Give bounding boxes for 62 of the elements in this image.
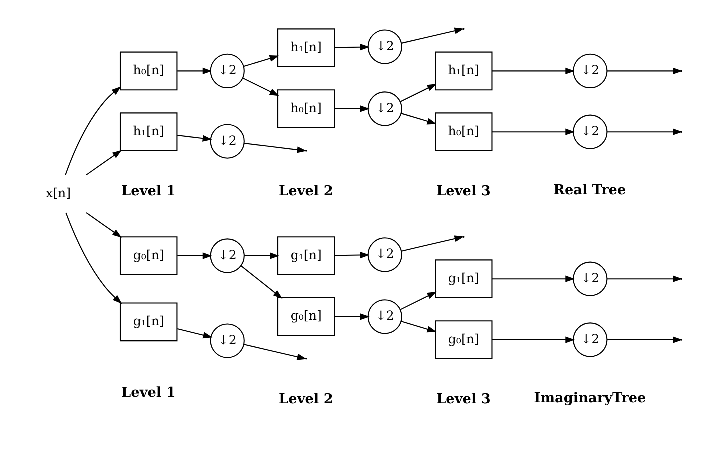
node-box: g₀[n] — [277, 297, 335, 336]
node-box: g₁[n] — [119, 302, 178, 342]
arrow — [492, 128, 575, 136]
arrow — [334, 106, 370, 112]
node-circle: ↓2 — [572, 114, 608, 150]
arrow — [244, 142, 306, 154]
label: Level 2 — [278, 391, 333, 408]
node-circle: ↓2 — [367, 30, 402, 64]
arrow — [400, 113, 436, 125]
arrow — [177, 134, 212, 142]
label: Level 1 — [121, 184, 176, 200]
arrow — [86, 212, 122, 238]
arrow — [401, 236, 464, 252]
label: Real Tree — [553, 182, 626, 198]
node-box: h₀[n] — [277, 90, 335, 128]
label: Level 2 — [278, 184, 333, 200]
node-box: g₁[n] — [277, 236, 335, 276]
node-text: x[n] — [46, 185, 71, 200]
arrow — [64, 86, 121, 176]
arrow — [492, 68, 575, 74]
node-box: g₀[n] — [119, 236, 178, 276]
arrow — [492, 276, 575, 282]
arrow — [86, 150, 122, 176]
node-circle: ↓2 — [367, 92, 402, 126]
arrow — [242, 78, 279, 96]
arrow — [177, 68, 212, 74]
arrow — [240, 266, 282, 299]
arrow — [244, 252, 280, 260]
label: Level 1 — [121, 385, 176, 402]
label: Level 3 — [436, 184, 490, 200]
node-circle: ↓2 — [210, 324, 244, 358]
arrow — [65, 212, 122, 304]
node-box: h₁[n] — [119, 112, 178, 152]
arrow — [334, 314, 370, 320]
arrow — [334, 252, 370, 259]
node-box: g₁[n] — [434, 260, 492, 299]
arrow — [176, 328, 212, 339]
arrow — [244, 344, 306, 360]
node-box: h₁[n] — [434, 52, 492, 91]
label: ImaginaryTree — [534, 390, 646, 406]
node-circle: ↓2 — [367, 238, 402, 272]
arrow — [400, 84, 436, 102]
arrow — [400, 320, 436, 333]
label: Level 3 — [436, 391, 490, 408]
node-circle: ↓2 — [210, 124, 244, 159]
arrow — [400, 292, 436, 310]
arrow — [492, 336, 575, 344]
arrow — [243, 55, 279, 68]
node-circle: ↓2 — [367, 300, 402, 334]
node-box: g₀[n] — [434, 320, 492, 360]
arrow — [401, 28, 464, 44]
arrow — [607, 128, 682, 136]
node-circle: ↓2 — [572, 322, 608, 358]
node-box: h₀[n] — [434, 112, 492, 152]
node-circle: ↓2 — [572, 262, 608, 296]
node-circle: ↓2 — [210, 238, 244, 274]
node-box: h₀[n] — [119, 52, 178, 91]
node-box: h₁[n] — [277, 28, 335, 68]
arrow — [177, 252, 212, 260]
node-circle: ↓2 — [572, 54, 608, 89]
node-circle: ↓2 — [210, 54, 244, 89]
arrow — [334, 44, 370, 51]
